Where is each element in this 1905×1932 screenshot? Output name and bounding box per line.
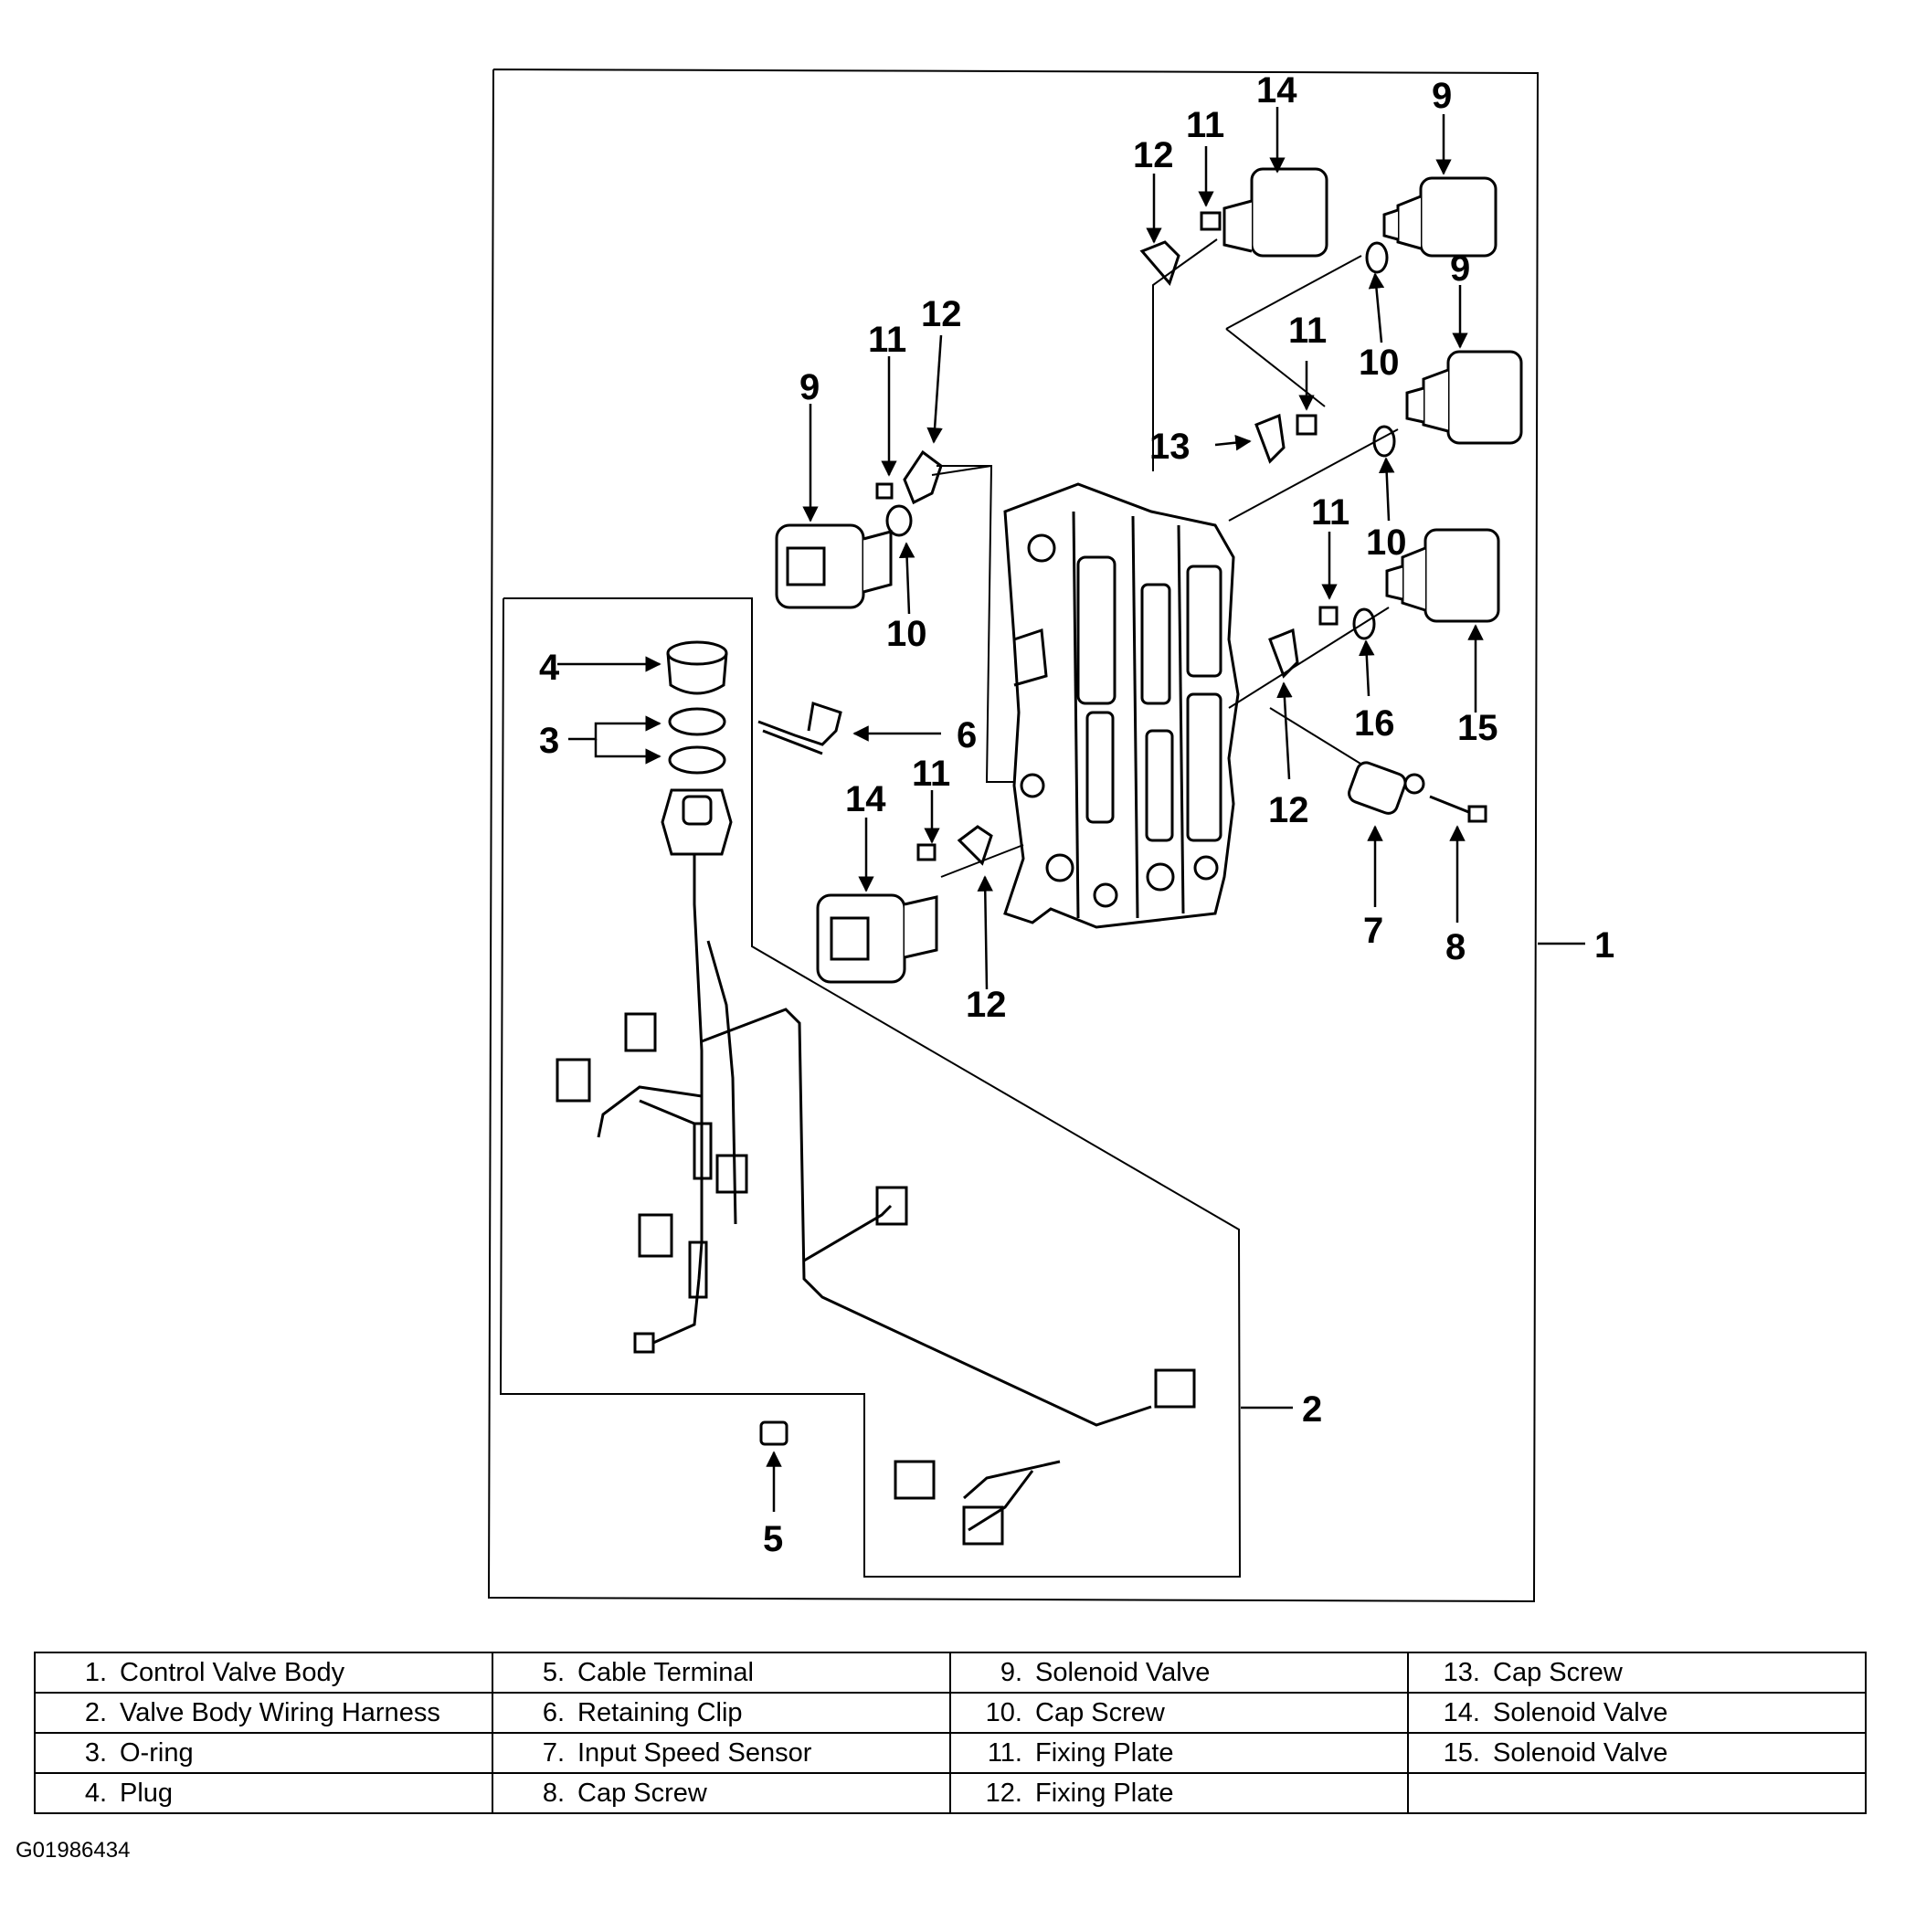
callout-numbers: 1 2 3 4 5 6 7 8 9 9 9 10 10 10 11 11 11 … <box>539 70 1614 1559</box>
callout-11-lower: 11 <box>1311 492 1349 533</box>
cap-screws-11 <box>875 211 1339 861</box>
callout-13: 13 <box>1149 427 1191 467</box>
o-rings-10-16 <box>885 241 1396 640</box>
solenoid-valve-9-left <box>775 523 893 609</box>
callout-3: 3 <box>539 721 559 761</box>
callout-10-right-top: 10 <box>1359 343 1400 383</box>
callout-1: 1 <box>1594 925 1614 966</box>
wiring-harness <box>556 788 1196 1546</box>
callout-8: 8 <box>1445 927 1466 967</box>
control-valve-body-frame <box>487 69 1540 1603</box>
legend-cell: 10.Cap Screw <box>949 1692 1409 1734</box>
input-speed-sensor <box>1348 761 1425 815</box>
callout-9-mid-right: 9 <box>1450 248 1470 289</box>
legend-cell <box>1407 1772 1867 1814</box>
legend-cell: 15.Solenoid Valve <box>1407 1732 1867 1774</box>
legend-cell: 8.Cap Screw <box>492 1772 951 1814</box>
legend-cell: 3.O-ring <box>34 1732 493 1774</box>
callout-9-top-right: 9 <box>1432 76 1452 116</box>
control-valve-body <box>1003 482 1240 929</box>
callout-11-mid: 11 <box>1288 311 1327 351</box>
callout-7: 7 <box>1363 911 1383 951</box>
plug-and-o-rings <box>666 640 728 775</box>
legend-row: 4.Plug 8.Cap Screw 12.Fixing Plate <box>34 1772 1867 1814</box>
callout-11-left: 11 <box>868 320 906 360</box>
legend-cell: 13.Cap Screw <box>1407 1652 1867 1694</box>
callout-5: 5 <box>763 1519 783 1559</box>
legend-cell: 2.Valve Body Wiring Harness <box>34 1692 493 1734</box>
callout-11-top: 11 <box>1186 105 1224 145</box>
legend-cell: 6.Retaining Clip <box>492 1692 951 1734</box>
callout-10-right-mid: 10 <box>1366 523 1407 563</box>
callout-14-bottom: 14 <box>845 779 886 819</box>
callout-6: 6 <box>957 715 977 755</box>
solenoid-valve-14-top <box>1222 167 1328 258</box>
parts-legend-table: 1.Control Valve Body 5.Cable Terminal 9.… <box>34 1652 1867 1814</box>
legend-row: 3.O-ring 7.Input Speed Sensor 11.Fixing … <box>34 1732 1867 1774</box>
solenoid-valve-14-bottom <box>816 893 938 984</box>
callout-12-bottom: 12 <box>966 985 1007 1025</box>
fixing-plates <box>903 240 1299 866</box>
legend-cell: 12.Fixing Plate <box>949 1772 1409 1814</box>
locator-lines <box>931 238 1399 878</box>
solenoid-valve-9-top-right <box>1382 176 1498 258</box>
cap-screw-8 <box>1429 795 1487 823</box>
solenoid-valve-9-mid-right <box>1405 350 1523 445</box>
legend-cell: 9.Solenoid Valve <box>949 1652 1409 1694</box>
legend-cell: 11.Fixing Plate <box>949 1732 1409 1774</box>
callout-12-left: 12 <box>921 294 962 334</box>
callout-9-left: 9 <box>799 367 820 407</box>
retaining-clip <box>757 702 842 755</box>
callout-16: 16 <box>1354 703 1395 744</box>
callout-11-bottom: 11 <box>912 754 950 794</box>
callout-2: 2 <box>1302 1389 1322 1430</box>
leader-arrows <box>557 107 1585 1512</box>
legend-cell: 4.Plug <box>34 1772 493 1814</box>
cable-terminal <box>759 1420 788 1446</box>
callout-15: 15 <box>1457 708 1498 748</box>
callout-10-left: 10 <box>886 614 927 654</box>
exploded-diagram: 1 2 3 4 5 6 7 8 9 9 9 10 10 10 11 11 11 … <box>487 69 1614 1603</box>
legend-row: 1.Control Valve Body 5.Cable Terminal 9.… <box>34 1652 1867 1694</box>
solenoid-valve-15 <box>1385 528 1500 623</box>
callout-12-right: 12 <box>1268 790 1309 830</box>
legend-cell: 1.Control Valve Body <box>34 1652 493 1694</box>
legend-cell: 5.Cable Terminal <box>492 1652 951 1694</box>
callout-4: 4 <box>539 648 560 688</box>
callout-14-top: 14 <box>1256 70 1297 111</box>
wiring-harness-frame <box>499 597 1242 1578</box>
legend-cell: 14.Solenoid Valve <box>1407 1692 1867 1734</box>
legend-row: 2.Valve Body Wiring Harness 6.Retaining … <box>34 1692 1867 1734</box>
figure-id: G01986434 <box>16 1838 131 1863</box>
legend-cell: 7.Input Speed Sensor <box>492 1732 951 1774</box>
callout-12-top: 12 <box>1133 135 1174 175</box>
